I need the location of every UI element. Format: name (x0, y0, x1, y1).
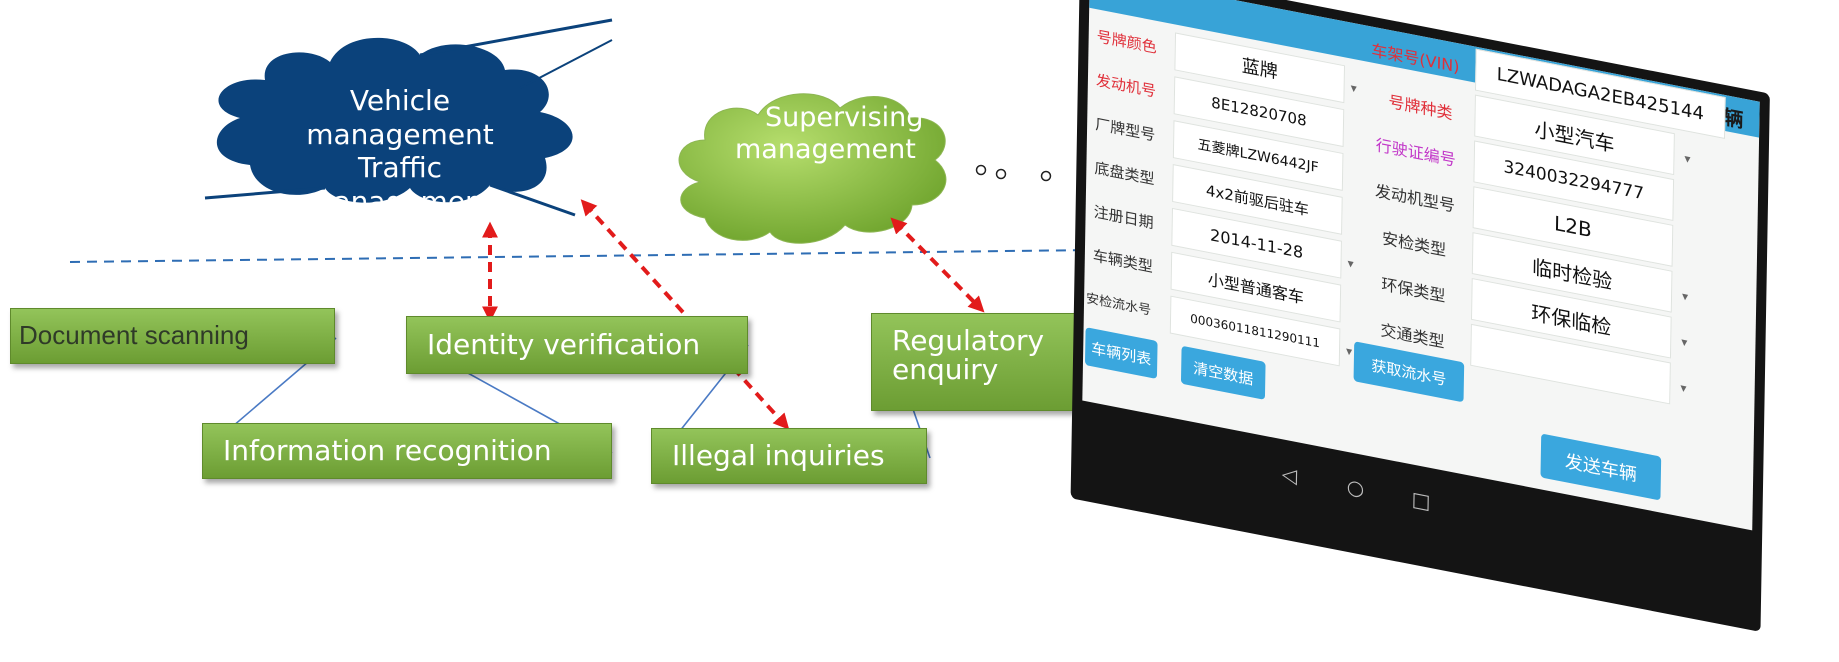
arrow-regulatory-supervising (890, 217, 985, 313)
box-label: Identity verification (427, 328, 701, 362)
document-scanning-box: Document scanning (10, 308, 335, 364)
divider-line (69, 248, 1181, 263)
cloud-line: Supervising (765, 102, 924, 133)
field-value-text: 蓝牌 (1241, 55, 1278, 84)
chevron-down-icon[interactable]: ▾ (1681, 288, 1689, 304)
chevron-down-icon[interactable]: ▾ (1345, 343, 1353, 359)
button-label: 发送车辆 (1564, 451, 1637, 486)
send-vehicle-button[interactable]: 发送车辆 (1540, 433, 1662, 501)
field-label-registration-date: 注册日期 (1093, 202, 1154, 233)
field-value-text: 小型汽车 (1534, 116, 1615, 157)
recents-icon[interactable]: □ (1411, 486, 1431, 514)
tablet-bezel: 复检车辆 号牌颜色 发动机号 厂牌型号 底盘类型 注册日期 车辆类型 安检流水号… (1070, 0, 1770, 632)
field-label-inspection-serial: 安检流水号 (1085, 291, 1152, 319)
supervising-management-cloud: Supervising management (735, 102, 924, 167)
field-value-text: 五菱牌LZW6442JF (1197, 136, 1319, 177)
field-label-engine-model: 发动机型号 (1374, 181, 1456, 216)
chevron-down-icon[interactable]: ▾ (1681, 334, 1688, 350)
back-icon[interactable]: ◁ (1281, 461, 1298, 489)
chevron-down-icon[interactable]: ▾ (1684, 151, 1691, 167)
chevron-down-icon[interactable]: ▾ (1347, 255, 1354, 272)
box-label: Illegal inquiries (672, 439, 885, 473)
button-label: 车辆列表 (1091, 338, 1152, 369)
cloud-line: Traffic management (306, 151, 494, 218)
vehicle-list-button[interactable]: 车辆列表 (1084, 327, 1158, 379)
button-label: 清空数据 (1193, 358, 1254, 389)
field-label-plate-type: 号牌种类 (1388, 91, 1453, 124)
chevron-down-icon[interactable]: ▾ (1350, 80, 1357, 96)
field-label-license-number: 行驶证编号 (1375, 135, 1456, 170)
tablet-screen: 复检车辆 号牌颜色 发动机号 厂牌型号 底盘类型 注册日期 车辆类型 安检流水号… (1082, 0, 1760, 531)
field-value-text: 4x2前驱后驻车 (1205, 180, 1310, 219)
field-value-text: 8E12820708 (1211, 93, 1307, 130)
field-value-text: L2B (1553, 210, 1592, 243)
identity-verification-box: Identity verification (406, 316, 748, 374)
field-label-inspection-type: 安检类型 (1381, 228, 1447, 260)
field-label-engine-number: 发动机号 (1095, 71, 1157, 101)
field-value-text: 环保临检 (1531, 300, 1612, 340)
field-value-text: 2014-11-28 (1209, 224, 1304, 262)
illegal-inquiries-box: Illegal inquiries (651, 428, 927, 484)
field-label-vehicle-type: 车辆类型 (1092, 246, 1154, 277)
field-value-text: 临时检验 (1531, 254, 1613, 294)
field-value-text: 00036011811290111 (1190, 311, 1321, 351)
cloud-line: Vehicle management (306, 84, 494, 151)
box-label: Information recognition (223, 434, 552, 468)
button-label: 获取流水号 (1371, 356, 1447, 389)
box-label: Regulatory enquiry (892, 324, 1045, 387)
cloud-line: management (735, 134, 916, 166)
vehicle-management-cloud: Vehicle management Traffic management (265, 84, 535, 218)
field-label-chassis-type: 底盘类型 (1094, 158, 1155, 189)
get-serial-button[interactable]: 获取流水号 (1353, 341, 1465, 403)
field-label-emission-type: 环保类型 (1381, 274, 1446, 306)
information-recognition-box: Information recognition (202, 423, 612, 479)
field-value-text: 小型普通客车 (1207, 269, 1304, 308)
home-icon[interactable]: ○ (1346, 473, 1365, 502)
field-label-brand-model: 厂牌型号 (1095, 114, 1156, 145)
vehicle-management-cloud-shape (204, 18, 613, 217)
field-label-plate-color: 号牌颜色 (1096, 27, 1157, 57)
box-label: Document scanning (19, 320, 249, 351)
regulatory-enquiry-box: Regulatory enquiry (871, 313, 1089, 411)
clear-data-button[interactable]: 清空数据 (1180, 345, 1266, 400)
chevron-down-icon[interactable]: ▾ (1680, 380, 1687, 396)
